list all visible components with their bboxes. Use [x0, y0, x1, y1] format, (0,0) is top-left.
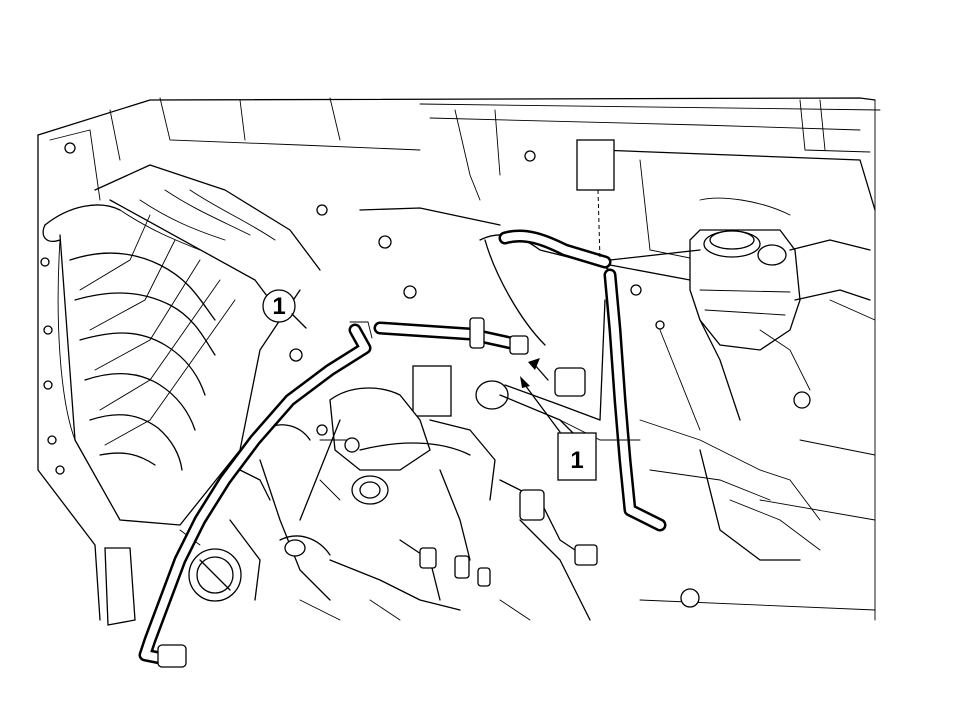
callout-1-upper: 1 — [262, 289, 307, 329]
bypass-hose — [104, 321, 373, 668]
hose-junction-arrow — [528, 358, 549, 381]
upper-coolant-hose — [359, 207, 701, 355]
callout-1-lower: 1 — [520, 376, 597, 481]
body-panels — [37, 97, 881, 621]
callout-1-lower-label: 1 — [570, 447, 583, 474]
label-box-blank — [576, 139, 615, 191]
right-side-lines — [559, 189, 811, 441]
label-box-blank — [412, 365, 452, 417]
lower-coolant-hose — [599, 268, 821, 561]
thermostat-housing — [299, 367, 601, 561]
coolant-reservoir — [689, 197, 871, 351]
intake-manifold — [42, 164, 321, 526]
callout-1-upper-label: 1 — [272, 293, 285, 320]
lower-engine-components — [179, 424, 598, 621]
